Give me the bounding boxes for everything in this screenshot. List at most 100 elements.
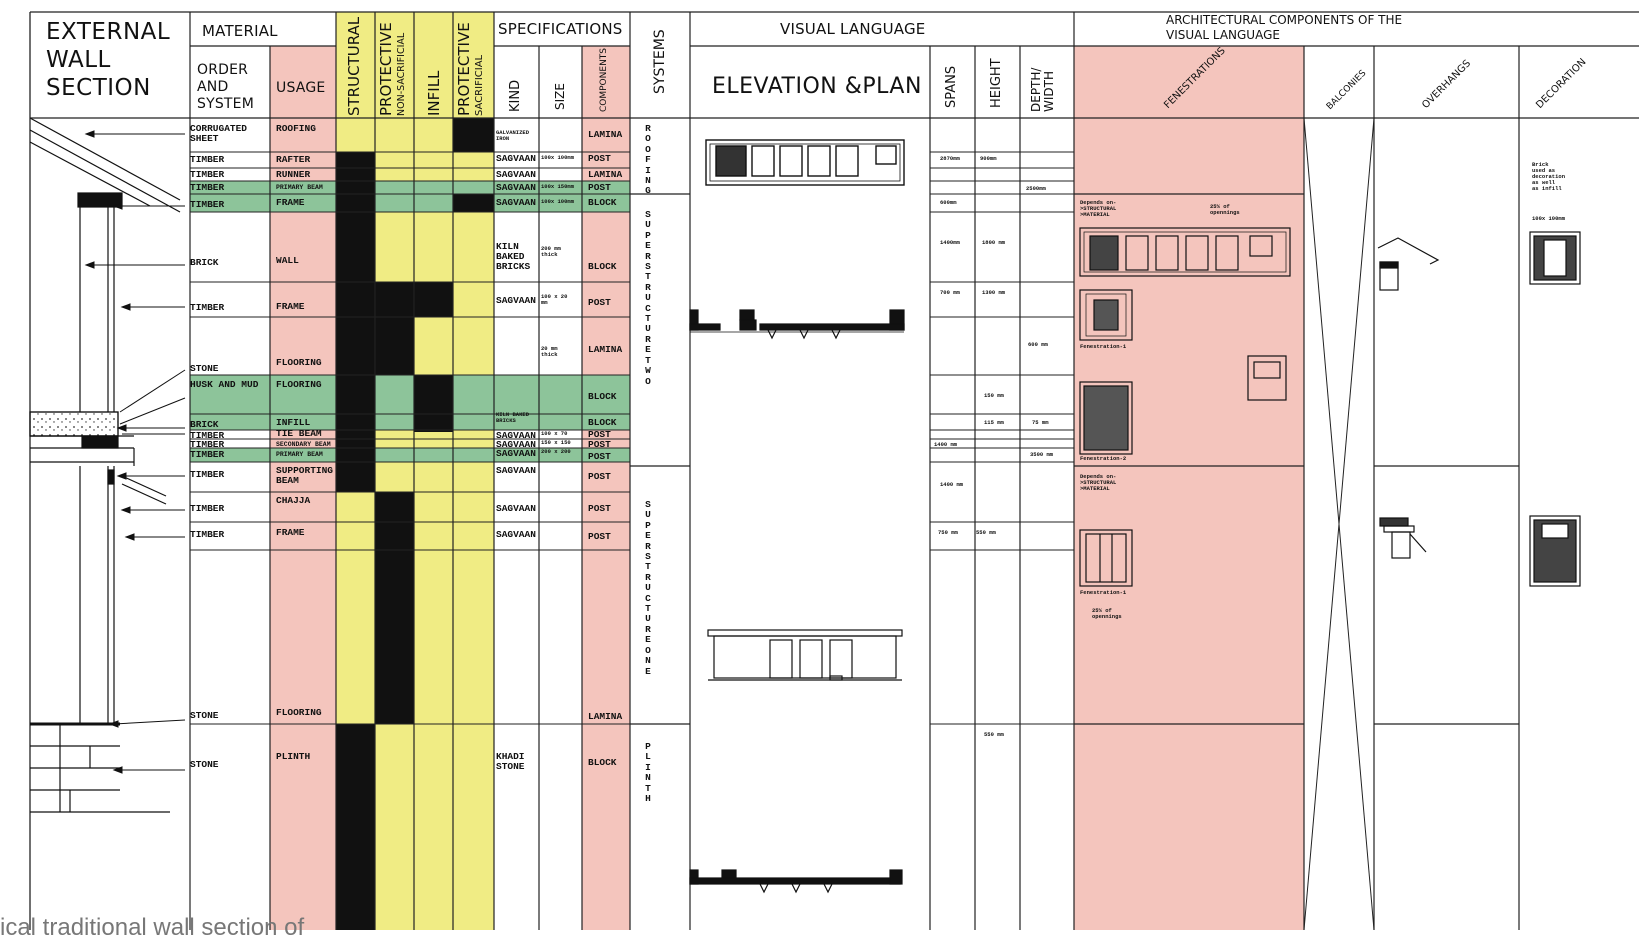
- kind-header: KIND: [508, 79, 523, 112]
- row-order: TIMBER: [190, 439, 225, 450]
- row-size: 150 x 150: [541, 439, 571, 446]
- usage-header: USAGE: [276, 80, 326, 96]
- order-system-header: ORDER AND SYSTEM: [197, 62, 254, 113]
- note-line: 25% of: [1210, 203, 1230, 210]
- material-header: MATERIAL: [202, 22, 278, 40]
- small-size-note: 100x 100mm: [1532, 215, 1566, 222]
- spans-header: SPANS: [944, 65, 959, 108]
- row-size: 100x 100mm: [541, 198, 575, 205]
- row-component: POST: [588, 503, 611, 514]
- protective-label-2: PROTECTIVE: [455, 22, 473, 116]
- row-kind: SAGVAAN: [496, 295, 536, 306]
- row-kind: SAGVAAN: [496, 430, 536, 441]
- row-usage: RUNNER: [276, 169, 311, 180]
- fenestration-2-label: Fenestration-2: [1080, 455, 1127, 462]
- note-line: Depends on-: [1080, 199, 1117, 206]
- row-order: HUSK AND MUD: [190, 379, 259, 390]
- row-component: LAMINA: [588, 129, 623, 140]
- system-superstructure-one: SUPERSTRUCTURE ONE: [645, 499, 651, 677]
- row-kind: SAGVAAN: [496, 153, 536, 164]
- non-sacrificial-label: NON-SACRIFICIAL: [396, 32, 407, 116]
- green-rows: [190, 181, 630, 462]
- row-usage: WALL: [276, 255, 299, 266]
- note-line: >STRUCTURAL: [1080, 205, 1117, 212]
- note-line: 25% of: [1092, 607, 1112, 614]
- span-value: 2870mm: [940, 155, 960, 162]
- row-component: BLOCK: [588, 197, 617, 208]
- row-order: TIMBER: [190, 430, 225, 441]
- system-roofing: ROOFING: [645, 123, 651, 197]
- row-order: TIMBER: [190, 469, 225, 480]
- row-component: LAMINA: [588, 169, 623, 180]
- architectural-components-header: ARCHITECTURAL COMPONENTS OF THE VISUAL L…: [1166, 13, 1402, 43]
- protective-sacrificial-header: PROTECTIVE SACRIFICIAL: [455, 22, 488, 116]
- note-line: decoration: [1532, 173, 1566, 180]
- wall-section-drawing: [29, 12, 181, 930]
- height-value: 115 mm: [984, 419, 1004, 426]
- depth-value: 600 mm: [1028, 341, 1048, 348]
- row-order: STONE: [190, 759, 219, 770]
- height-value: 1800 mm: [982, 239, 1006, 246]
- row-usage: FRAME: [276, 527, 305, 538]
- fenestration-note-lower: Depends on- >STRUCTURAL >MATERIAL: [1080, 474, 1116, 492]
- note-line: as infill: [1532, 185, 1562, 192]
- row-component: BLOCK: [588, 757, 617, 768]
- fenestration-1-label: Fenestration-1: [1080, 343, 1127, 350]
- openings-note-lower: 25% of opennings: [1092, 608, 1122, 620]
- fenestration-drawings: [1079, 227, 1291, 587]
- row-kind: KHADI STONE: [496, 751, 525, 772]
- height-value: 550 mm: [984, 731, 1004, 738]
- row-usage: PRIMARY BEAM: [276, 451, 323, 458]
- span-value: 1400 mm: [934, 441, 958, 448]
- row-order: TIMBER: [190, 154, 225, 165]
- row-usage: ROOFING: [276, 123, 316, 134]
- row-order: CORRUGATED SHEET: [190, 123, 248, 144]
- section-arrows: [84, 130, 186, 774]
- row-usage: CHAJJA: [276, 495, 311, 506]
- row-order: BRICK: [190, 257, 219, 268]
- footnote: ical traditional wall section of: [0, 914, 305, 941]
- row-kind: SAGVAAN: [496, 197, 536, 208]
- visual-language-header: VISUAL LANGUAGE: [780, 20, 926, 38]
- row-order: TIMBER: [190, 169, 225, 180]
- row-component: LAMINA: [588, 344, 623, 355]
- row-size: 200 x 200: [541, 448, 571, 455]
- fenestration-1-lower-label: Fenestration-1: [1080, 589, 1127, 596]
- note-line: >STRUCTURAL: [1080, 479, 1117, 486]
- row-size: 20 mm thick: [541, 345, 558, 358]
- span-value: 750 mm: [938, 529, 958, 536]
- row-order: BRICK: [190, 419, 219, 430]
- system-superstructure-two: SUPERSTRUCTURE TWO: [645, 209, 651, 387]
- row-usage: RAFTER: [276, 154, 311, 165]
- note-line: Brick: [1532, 161, 1549, 168]
- depth-value: 75 mm: [1032, 419, 1049, 426]
- row-component: POST: [588, 429, 611, 440]
- row-usage: FRAME: [276, 197, 305, 208]
- row-kind: SAGVAAN: [496, 503, 536, 514]
- row-component: BLOCK: [588, 417, 617, 428]
- row-component: POST: [588, 182, 611, 193]
- row-kind: SAGVAAN: [496, 529, 536, 540]
- sacrificial-label: SACRIFICIAL: [474, 54, 485, 116]
- balcony-drawings: [1377, 237, 1440, 559]
- specifications-header: SPECIFICATIONS: [498, 20, 623, 38]
- row-component: LAMINA: [588, 711, 623, 722]
- table-grid-lines: [30, 11, 1639, 931]
- row-kind: SAGVAAN: [496, 169, 536, 180]
- order-header-line-2: AND: [197, 79, 229, 95]
- row-kind: SAGVAAN: [496, 182, 536, 193]
- row-order: STONE: [190, 710, 219, 721]
- row-component: POST: [588, 451, 611, 462]
- row-order: TIMBER: [190, 182, 225, 193]
- row-kind: SAGVAAN: [496, 465, 536, 476]
- row-usage: FLOORING: [276, 357, 322, 368]
- note-line: Depends on-: [1080, 473, 1117, 480]
- row-order: TIMBER: [190, 302, 225, 313]
- openings-note-upper: 25% of opennings: [1210, 204, 1240, 216]
- note-line: >MATERIAL: [1080, 485, 1110, 492]
- structural-header: STRUCTURAL: [345, 16, 363, 116]
- row-component: POST: [588, 153, 611, 164]
- depth-value: 2500mm: [1026, 185, 1046, 192]
